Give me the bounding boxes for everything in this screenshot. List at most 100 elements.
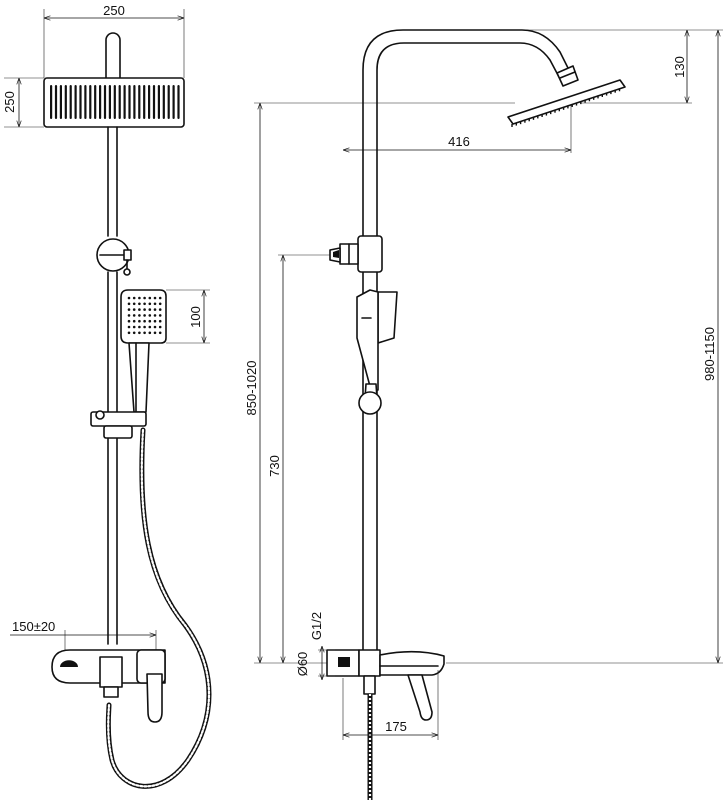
dim-label-diverter-height: 730 (267, 455, 282, 477)
hand-nozzle (132, 302, 136, 306)
nozzle (177, 85, 180, 119)
nozzle (94, 85, 97, 119)
side-view: 416 130 980-1150 850-1020 730 (244, 29, 723, 800)
front-view: 250 250 (2, 3, 212, 789)
hand-nozzle (148, 319, 152, 323)
nozzle (123, 85, 126, 119)
dim-label-total-height: 980-1150 (702, 327, 717, 381)
front-diverter (96, 238, 132, 276)
dimension-arm-length: 416 (343, 100, 572, 153)
dim-label-thread: G1/2 (309, 612, 324, 640)
hand-nozzle (143, 314, 146, 317)
nozzle (148, 85, 151, 119)
hand-nozzle (138, 325, 141, 329)
hand-nozzle (153, 296, 157, 300)
nozzle (118, 85, 121, 119)
nozzle (113, 85, 116, 119)
hand-nozzle (132, 296, 136, 300)
dimension-total-height: 980-1150 (446, 29, 723, 664)
hand-nozzle (153, 314, 157, 317)
dimension-slider-height: 850-1020 (244, 102, 515, 664)
dim-label-spout-length: 175 (385, 719, 407, 734)
front-pipe (107, 126, 118, 645)
dimension-head-width: 250 (43, 3, 185, 78)
hand-nozzle (138, 302, 141, 306)
hand-nozzle (143, 308, 146, 311)
hand-nozzle (158, 331, 162, 335)
hand-nozzle (127, 296, 131, 300)
side-arm (362, 29, 579, 237)
dimension-diverter-height: 730 (267, 254, 330, 663)
nozzle (143, 85, 146, 119)
hand-nozzle (153, 302, 157, 306)
dimension-head-height: 250 (2, 77, 44, 128)
nozzle (59, 85, 62, 119)
hand-nozzle (153, 331, 157, 335)
hand-nozzle (127, 331, 131, 335)
hand-nozzle (127, 319, 131, 323)
nozzle (64, 85, 67, 119)
hand-nozzle (132, 314, 136, 317)
nozzle (74, 85, 77, 119)
nozzle (84, 85, 87, 119)
hand-nozzle (143, 296, 146, 300)
hand-nozzle (127, 325, 131, 329)
hand-nozzle (132, 319, 136, 323)
hand-shower-icon (120, 289, 167, 413)
mixer-valve-icon (51, 649, 166, 723)
dim-label-hand-shower: 100 (188, 306, 203, 328)
dim-label-flange: Ø60 (295, 652, 310, 677)
nozzle (79, 85, 82, 119)
hand-nozzle (148, 296, 152, 300)
slider-holder (90, 410, 147, 439)
hand-nozzle (143, 319, 146, 323)
hand-nozzle (148, 331, 152, 335)
dimension-inlet-spacing: 150±20 (10, 619, 157, 650)
hand-nozzle (158, 302, 162, 306)
nozzle (128, 85, 131, 119)
hand-nozzle (153, 308, 157, 311)
nozzle (157, 85, 160, 119)
hand-nozzle (127, 314, 131, 317)
dimension-spout-length: 175 (342, 670, 439, 740)
hand-nozzle (127, 308, 131, 311)
hand-nozzle (158, 319, 162, 323)
hand-nozzle (158, 296, 162, 300)
dim-label-inlet-spacing: 150±20 (12, 619, 55, 634)
hand-nozzle (148, 325, 152, 329)
nozzle (152, 85, 156, 119)
hand-nozzle (143, 325, 146, 329)
dim-label-head-height: 250 (2, 91, 17, 113)
hand-nozzle (153, 325, 157, 329)
nozzle (172, 85, 175, 119)
nozzle (99, 85, 102, 119)
hand-nozzle (138, 331, 141, 335)
dimension-thread: G1/2 Ø60 (295, 612, 335, 680)
hand-nozzle (132, 325, 136, 329)
hand-nozzle (148, 314, 152, 317)
rain-shower-head-icon (43, 77, 185, 128)
nozzle (162, 85, 165, 119)
dim-label-head-width: 250 (103, 3, 125, 18)
hand-nozzle (143, 331, 146, 335)
hand-nozzle (153, 319, 157, 323)
nozzle (108, 85, 111, 119)
side-mixer-valve-icon (326, 649, 445, 731)
hand-nozzle (148, 302, 152, 306)
hand-nozzle (127, 302, 131, 306)
hand-nozzle (138, 308, 141, 311)
nozzle (133, 85, 136, 119)
nozzle (103, 85, 107, 119)
hand-nozzle (138, 314, 141, 317)
dim-label-arm-length: 416 (448, 134, 470, 149)
hand-nozzle (138, 296, 141, 300)
dim-label-head-drop: 130 (672, 56, 687, 78)
hand-nozzle (138, 319, 141, 323)
hose-icon (105, 427, 212, 789)
hand-nozzle (143, 302, 146, 306)
nozzle (89, 85, 92, 119)
dimension-head-drop: 130 (520, 29, 692, 104)
nozzle (167, 85, 170, 119)
front-arm (105, 32, 121, 79)
